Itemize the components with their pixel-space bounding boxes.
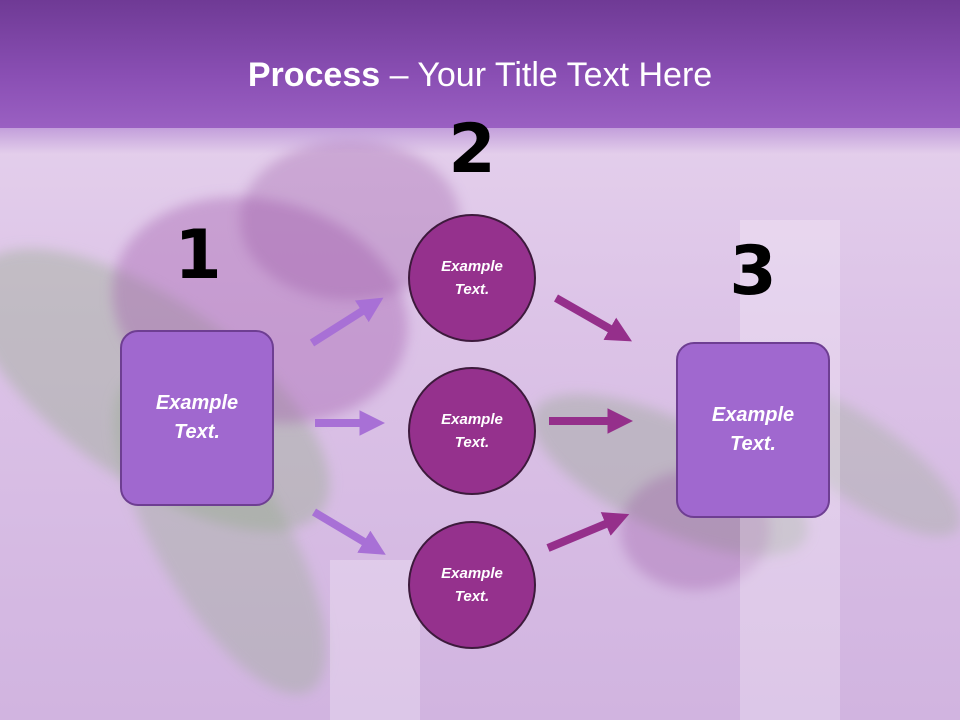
circle-middle-text: Example Text. (441, 411, 503, 451)
step-number-1: 1 (174, 216, 222, 295)
circle-middle[interactable]: Example Text. (408, 367, 536, 495)
left-box-text: Example Text. (155, 392, 239, 443)
step-number-2: 2 (448, 110, 496, 189)
arrow-bottom-to-right (546, 512, 630, 552)
circle-top-text: Example Text. (441, 258, 503, 298)
title-bar (0, 0, 960, 128)
title-bold: Process (247, 56, 381, 94)
circle-bottom[interactable]: Example Text. (408, 521, 536, 649)
background-plank (330, 560, 420, 720)
slide-title[interactable]: Process – Your Title Text Here (0, 54, 960, 96)
right-box-text: Example Text. (711, 404, 795, 455)
arrow-top-to-right (554, 294, 633, 342)
right-text-box[interactable]: Example Text. (676, 342, 830, 518)
step-number-3: 3 (729, 232, 777, 311)
arrow-left-to-top (309, 297, 384, 347)
arrow-left-to-bottom (311, 508, 386, 555)
circle-top[interactable]: Example Text. (408, 214, 536, 342)
circle-bottom-text: Example Text. (441, 565, 503, 605)
left-text-box[interactable]: Example Text. (120, 330, 274, 506)
title-rest: – Your Title Text Here (380, 56, 713, 94)
title-bar-fade (0, 128, 960, 154)
